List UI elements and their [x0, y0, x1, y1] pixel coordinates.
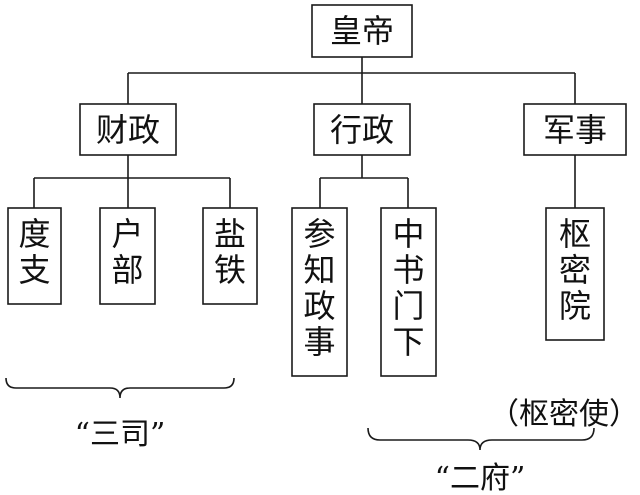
node-hubu-label: 户部	[111, 215, 143, 289]
node-administration-label: 行政	[330, 111, 394, 149]
label-shumishi: （枢密使）	[489, 397, 639, 432]
node-emperor-label: 皇帝	[330, 12, 394, 50]
node-canzhi-zhengshi-label: 参知政事	[303, 215, 335, 361]
node-canzhi-zhengshi: 参知政事	[291, 207, 348, 377]
node-duzhi: 度支	[7, 207, 62, 305]
node-yantie: 盐铁	[202, 207, 258, 305]
node-hubu: 户部	[99, 207, 156, 305]
node-zhongshu-menxia-label: 中书门下	[392, 215, 424, 361]
node-shumiyuan: 枢密院	[545, 207, 605, 341]
brace-san-si	[5, 377, 235, 399]
node-zhongshu-menxia: 中书门下	[380, 207, 437, 377]
node-finance: 财政	[79, 103, 177, 156]
node-emperor: 皇帝	[311, 4, 413, 58]
node-duzhi-label: 度支	[18, 215, 50, 289]
node-administration: 行政	[313, 103, 411, 156]
brace-er-fu	[367, 427, 595, 451]
node-military: 军事	[523, 103, 627, 156]
label-san-si: “三司”	[75, 417, 166, 452]
label-er-fu: “二府”	[435, 461, 526, 495]
connector-lines	[33, 57, 576, 208]
node-military-label: 军事	[543, 111, 607, 149]
node-yantie-label: 盐铁	[214, 215, 246, 289]
node-shumiyuan-label: 枢密院	[559, 215, 591, 325]
node-finance-label: 财政	[96, 111, 160, 149]
